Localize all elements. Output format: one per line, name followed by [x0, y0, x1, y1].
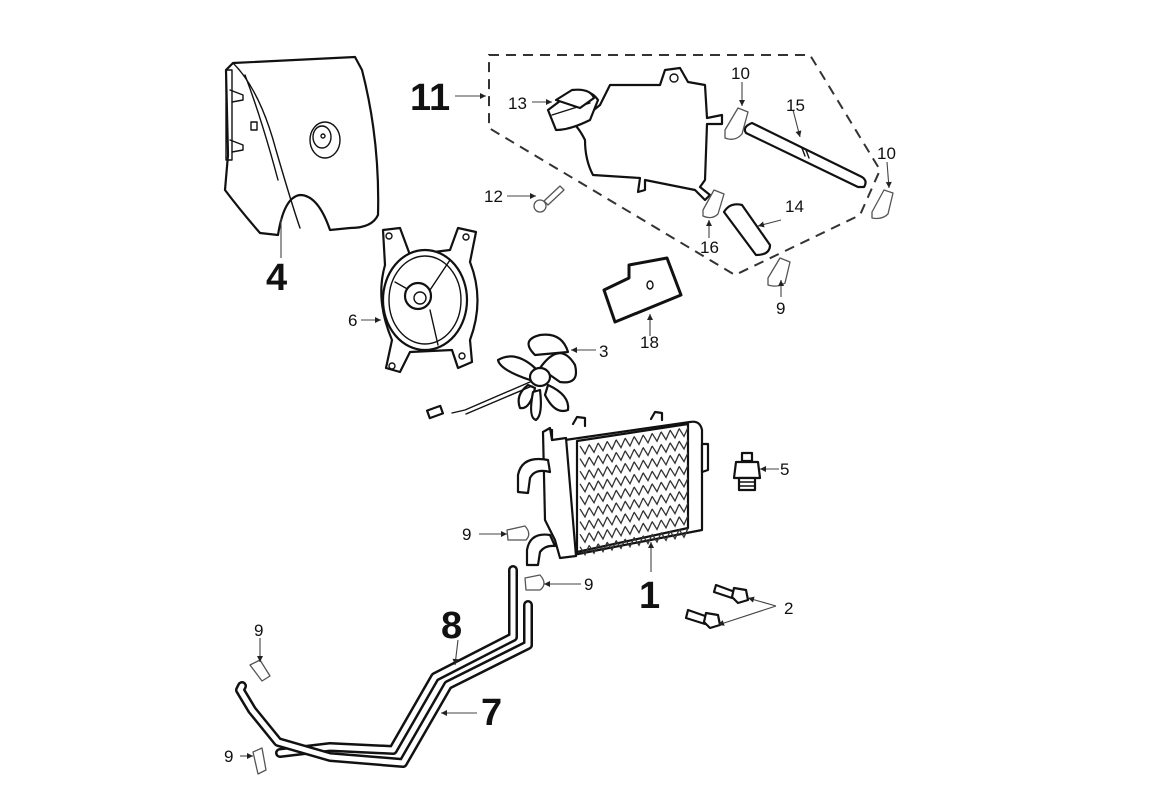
- leader-arrowhead: [778, 280, 784, 286]
- callout-1: 1: [639, 575, 660, 617]
- leader-arrowhead: [760, 466, 766, 472]
- callout-10-right: 10: [877, 144, 896, 163]
- radiator-bolt-upper[interactable]: [712, 583, 750, 605]
- hose-clamp-10-right[interactable]: [871, 189, 894, 220]
- leader-arrowhead: [452, 658, 459, 665]
- radiator-cover[interactable]: [223, 55, 380, 237]
- thermo-switch[interactable]: [732, 451, 762, 492]
- callout-9-top: 9: [776, 299, 785, 318]
- hose-clamp-9-top[interactable]: [767, 257, 791, 287]
- callout-9-radiator-lower: 9: [584, 575, 593, 594]
- radiator-fin-row: [579, 502, 689, 531]
- leader-arrowhead: [257, 656, 263, 662]
- callout-11: 11: [410, 77, 450, 119]
- leader-arrowhead: [375, 317, 381, 323]
- hose-clamp-16[interactable]: [702, 189, 725, 219]
- leader-arrowhead: [648, 542, 654, 548]
- callout-3: 3: [599, 342, 608, 361]
- leader-arrowhead: [758, 221, 765, 228]
- leader-arrowhead: [718, 620, 725, 626]
- leader-arrowhead: [501, 531, 507, 537]
- radiator-fin-row: [579, 515, 689, 544]
- callout-12: 12: [484, 187, 503, 206]
- callout-5: 5: [780, 460, 789, 479]
- short-hose[interactable]: [722, 203, 772, 257]
- hose-clamp-9-left-upper[interactable]: [249, 659, 271, 682]
- hose-clamp-10-upper[interactable]: [724, 107, 749, 140]
- leader-arrowhead: [530, 193, 536, 199]
- leader-arrowhead: [544, 581, 550, 587]
- radiator[interactable]: [516, 410, 710, 567]
- radiator-fin-row: [579, 452, 689, 481]
- leader-arrowhead: [885, 181, 892, 188]
- radiator-fin-row: [579, 527, 689, 557]
- callout-14: 14: [785, 197, 804, 216]
- tank-bolt[interactable]: [533, 185, 565, 213]
- overflow-hose[interactable]: [743, 121, 867, 189]
- callout-4: 4: [266, 257, 287, 299]
- callout-9-left-upper: 9: [254, 621, 263, 640]
- radiator-fin-row: [579, 427, 689, 456]
- leader-arrowhead: [748, 596, 755, 603]
- hose-clamp-9-radiator-upper[interactable]: [506, 525, 530, 541]
- leader-arrowhead: [247, 753, 253, 759]
- foam-pad[interactable]: [602, 256, 683, 324]
- callout-9-left-lower: 9: [224, 747, 233, 766]
- leader-arrowhead: [706, 220, 712, 226]
- callout-10-upper: 10: [731, 64, 750, 83]
- leader-arrowhead: [571, 347, 577, 353]
- lower-hose[interactable]: [235, 600, 533, 768]
- leader-arrowhead: [441, 710, 447, 716]
- callout-18: 18: [640, 333, 659, 352]
- leader-arrowhead: [546, 99, 552, 105]
- fan-shroud[interactable]: [380, 226, 479, 374]
- hose-clamp-9-radiator-lower[interactable]: [524, 574, 545, 591]
- leader-arrowhead: [795, 130, 802, 137]
- radiator-bolt-lower[interactable]: [684, 608, 722, 630]
- upper-hose[interactable]: [275, 565, 518, 758]
- callout-6: 6: [348, 311, 357, 330]
- callout-15: 15: [786, 96, 805, 115]
- leader-arrowhead: [647, 314, 653, 320]
- callout-16: 16: [700, 238, 719, 257]
- radiator-fin-row: [579, 439, 689, 468]
- tank-cap[interactable]: [546, 88, 600, 132]
- hose-clamp-9-left-lower[interactable]: [252, 747, 267, 775]
- radiator-fin-row: [579, 464, 689, 494]
- radiator-fin-row: [579, 490, 689, 519]
- expansion-tank[interactable]: [573, 66, 724, 202]
- leader-arrowhead: [739, 100, 745, 106]
- callout-labels: 11 13 10 15 10 12 14 16 9 4 6 3 18 5 1 2…: [224, 64, 896, 766]
- callout-2: 2: [784, 599, 793, 618]
- callout-8: 8: [441, 605, 462, 647]
- callout-9-radiator-upper: 9: [462, 525, 471, 544]
- radiator-fin-row: [579, 477, 689, 506]
- leader-arrowhead: [480, 93, 486, 99]
- fan-with-motor[interactable]: [425, 333, 578, 422]
- callout-13: 13: [508, 94, 527, 113]
- callout-7: 7: [481, 692, 502, 734]
